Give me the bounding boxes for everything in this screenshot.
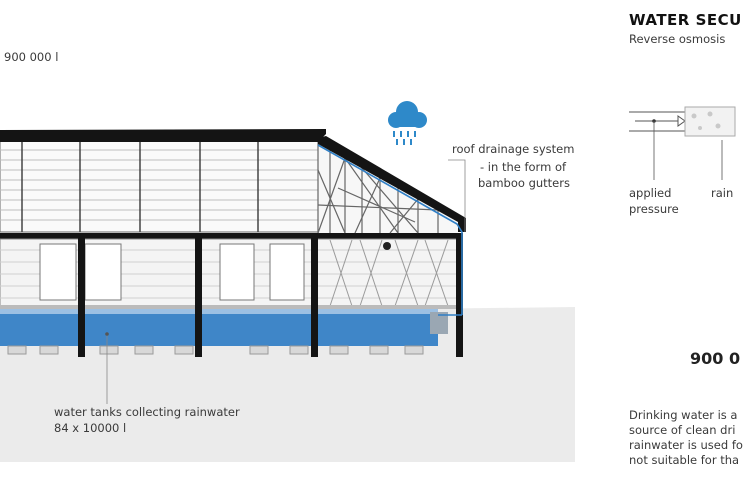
lamp [383,242,391,250]
description-line4: not suitable for tha [629,453,740,467]
rainwater-partial-label: rain [711,186,734,200]
tank-feet [7,345,424,355]
lower-storey-braces [329,239,449,307]
upper-roof [0,129,326,142]
lower-storey-windows [39,243,305,301]
tank-leader-dot [105,332,109,336]
side-roof [318,136,466,232]
upper-storey-slats [0,149,318,221]
description-line3: rainwater is used fo [629,438,743,452]
columns [78,233,463,357]
applied-pressure-line2: pressure [629,202,679,216]
reverse-osmosis-diagram [629,106,736,180]
roof-drainage-label-line1: roof drainage system [452,142,575,156]
floor-beam [0,233,462,239]
upper-storey-posts [21,140,259,232]
side-truss [317,142,439,234]
reverse-osmosis-subtitle: Reverse osmosis [629,32,726,46]
rain-cloud-icon [388,101,427,145]
description-line2: source of clean dri [629,423,736,437]
water-tank-band-edge [0,309,438,314]
roof-drainage-label-line2: - in the form of [480,160,567,174]
water-tank-band [0,313,438,346]
tank-label-line1: water tanks collecting rainwater [54,405,240,419]
applied-pressure-line1: applied [629,186,672,200]
description-line1: Drinking water is a [629,408,738,422]
top-capacity-label: 900 000 l [4,50,59,64]
water-security-title: WATER SECU [629,11,742,29]
upper-storey [0,139,319,233]
roof-gutter [317,144,463,315]
roof-drainage-label-line3: bamboo gutters [478,176,570,190]
tank-end-block [430,312,448,334]
tank-label-line2: 84 x 10000 l [54,421,127,435]
lower-floor-slab [0,305,458,309]
roof-leader-line [448,159,466,232]
right-capacity-value: 900 0 [690,349,741,368]
